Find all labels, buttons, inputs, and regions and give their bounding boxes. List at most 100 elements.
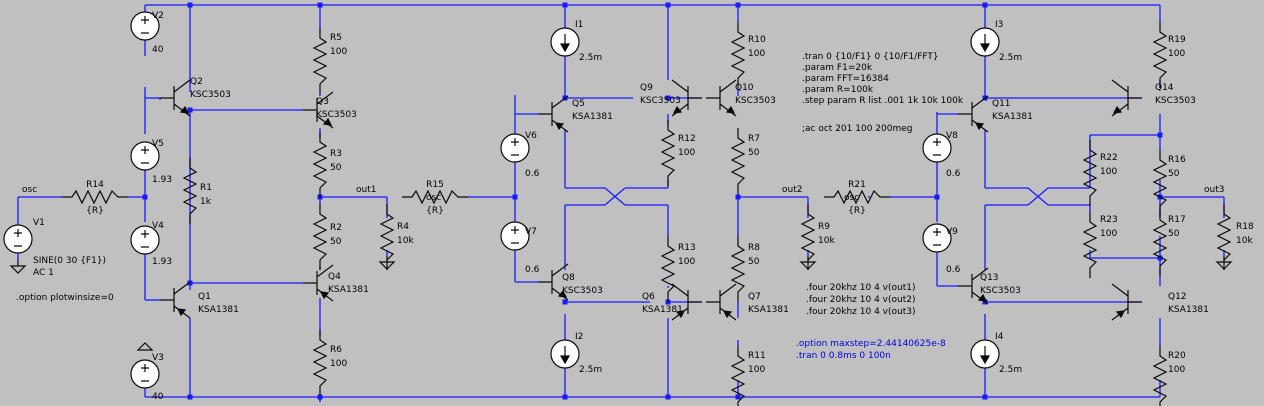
resistor-r21[interactable]: R21{R} <box>824 180 890 216</box>
net-label-osc: osc <box>426 193 441 203</box>
transistor-model: KSC3503 <box>735 96 776 106</box>
voltage-source-v7[interactable]: V70.6 <box>500 221 540 275</box>
voltage-source-v5[interactable]: V5 1.93 <box>130 139 172 185</box>
source-label: V8 <box>946 131 958 141</box>
ground-symbol <box>799 256 817 270</box>
transistor-model: KSA1381 <box>328 285 369 295</box>
resistor-label: R12 <box>678 134 696 144</box>
resistor-label: R4 <box>397 222 409 232</box>
resistor-r14[interactable]: R14{R} <box>62 180 128 216</box>
source-label: V4 <box>152 221 164 231</box>
voltage-source-v8[interactable]: V80.6 <box>922 131 961 179</box>
resistor-label: R1 <box>200 183 212 193</box>
directive-param-r: .param R=100k <box>802 85 874 95</box>
transistor-model: KSA1381 <box>1168 305 1209 315</box>
transistor-model: KSC3503 <box>316 110 357 120</box>
resistor-label: R17 <box>1168 215 1186 225</box>
current-source-i2[interactable]: I22.5m <box>550 332 602 375</box>
resistor-label: R8 <box>748 243 760 253</box>
transistor-label: Q10 <box>735 83 754 93</box>
resistor-value: 100 <box>678 257 695 267</box>
transistor-model: KSA1381 <box>748 305 789 315</box>
resistor-value: 50 <box>1168 169 1180 179</box>
directive-four-out1: .four 20khz 10 4 v(out1) <box>806 283 915 293</box>
transistor-label: Q8 <box>562 273 575 283</box>
ground-symbol <box>9 260 27 274</box>
source-label: V5 <box>152 139 164 149</box>
source-label: I2 <box>575 332 583 342</box>
resistor-value: 50 <box>1168 229 1180 239</box>
transistor-label: Q1 <box>198 292 211 302</box>
spice-directives[interactable]: .option plotwinsize=0.tran 0 {10/F1} 0 {… <box>16 52 964 361</box>
resistor-value: 100 <box>1100 167 1117 177</box>
directive-four-out2: .four 20khz 10 4 v(out2) <box>806 295 915 305</box>
supply-ground-v3 <box>136 342 154 351</box>
transistor-label: Q12 <box>1168 292 1187 302</box>
source-value: 0.6 <box>946 265 961 275</box>
resistor-label: R9 <box>818 222 830 232</box>
directive-step: .step param R list .001 1k 10k 100k <box>802 96 964 106</box>
resistor-value: 100 <box>748 365 765 375</box>
net-label-out2: out2 <box>782 185 802 195</box>
voltage-source-v9[interactable]: V90.6 <box>922 223 961 275</box>
voltage-source-v6[interactable]: V60.6 <box>500 131 540 179</box>
resistor-value: 100 <box>330 359 347 369</box>
source-value: SINE(0 30 {F1}) <box>33 256 106 266</box>
resistor-r15[interactable]: R15{R} <box>402 180 468 216</box>
ground-symbol <box>1215 256 1233 270</box>
transistor-label: Q6 <box>642 292 655 302</box>
resistor-label: R19 <box>1168 35 1186 45</box>
current-source-i1[interactable]: I12.5m <box>550 20 602 63</box>
transistor-label: Q13 <box>980 273 999 283</box>
source-value: 1.93 <box>152 257 172 267</box>
voltage-source-v4[interactable]: V4 1.93 <box>130 221 172 267</box>
source-value: 1.93 <box>152 175 172 185</box>
source-label: I3 <box>995 20 1003 30</box>
source-label: V1 <box>33 218 45 228</box>
transistor-label: Q4 <box>328 272 341 282</box>
directive-maxstep: .option maxstep=2.44140625e-8 <box>796 339 946 349</box>
directive-param-f1: .param F1=20k <box>802 63 873 73</box>
current-source-i4[interactable]: I42.5m <box>970 332 1022 375</box>
current-source-i3[interactable]: I32.5m <box>970 20 1022 63</box>
resistor-label: R15 <box>426 180 444 190</box>
